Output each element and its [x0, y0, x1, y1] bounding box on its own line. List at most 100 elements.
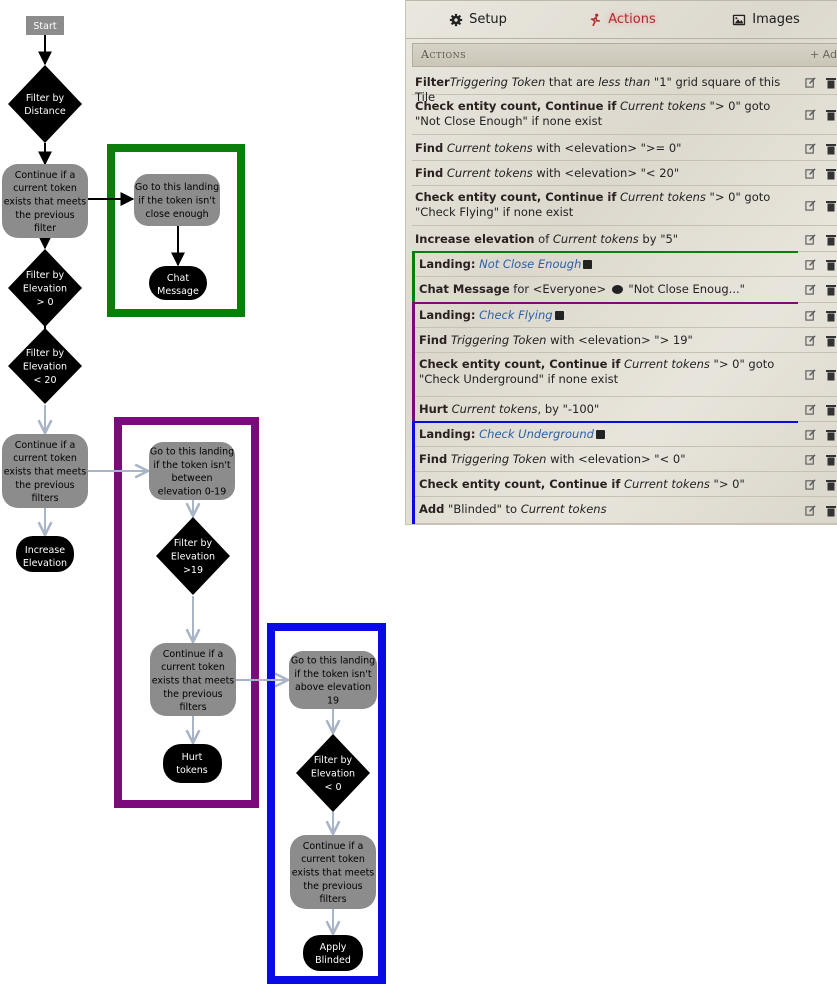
trash-icon[interactable]	[826, 404, 836, 416]
tab-images[interactable]: Images	[694, 1, 837, 38]
edit-icon[interactable]	[805, 309, 816, 321]
tab-bar: Setup Actions Images	[406, 0, 837, 39]
action-row[interactable]: Increase elevation of Current tokens by …	[412, 227, 837, 252]
trash-icon[interactable]	[826, 168, 836, 180]
trash-icon[interactable]	[826, 200, 836, 212]
action-type: Find	[415, 166, 444, 180]
node-label-line: exists that meets	[4, 197, 87, 208]
edit-icon[interactable]	[805, 369, 816, 380]
action-row[interactable]: Find Current tokens with <elevation> ">=…	[412, 136, 837, 161]
action-row[interactable]: FilterTriggering Token that are less tha…	[412, 70, 837, 104]
action-type: Increase elevation	[415, 232, 535, 246]
node-label-line: Increase	[25, 545, 65, 556]
action-row[interactable]: Find Triggering Token with <elevation> "…	[412, 328, 837, 353]
action-row-text: Find Current tokens with <elevation> "< …	[415, 166, 798, 181]
action-row[interactable]: Check entity count, Continue if Current …	[412, 186, 837, 226]
action-row[interactable]: Check entity count, Continue if Current …	[412, 353, 837, 397]
node-label-line: Elevation	[23, 558, 67, 569]
action-detail: by "5"	[638, 232, 679, 246]
edit-icon[interactable]	[805, 76, 816, 88]
node-label-line: Filter by	[26, 348, 65, 359]
trash-icon[interactable]	[826, 77, 836, 89]
edit-icon[interactable]	[805, 428, 816, 440]
action-row[interactable]: Landing: Check Underground	[412, 422, 837, 447]
node-label-line: current token	[13, 453, 77, 464]
node-label-line: exists that meets	[292, 868, 375, 879]
trash-icon[interactable]	[826, 369, 836, 381]
trash-icon[interactable]	[826, 109, 836, 121]
action-row[interactable]: Landing: Not Close Enough	[412, 252, 837, 277]
edit-icon[interactable]	[805, 258, 816, 270]
node-label-line: current token	[161, 662, 225, 673]
tab-actions-label: Actions	[608, 12, 656, 27]
trash-icon[interactable]	[826, 234, 836, 246]
node-label-line: Filter by	[26, 270, 65, 281]
node-label-line: >19	[183, 565, 203, 576]
trash-icon[interactable]	[826, 505, 836, 517]
action-row[interactable]: Hurt Current tokens, by "-100"	[412, 397, 837, 422]
action-row[interactable]: Add "Blinded" to Current tokens	[412, 497, 837, 524]
trash-icon[interactable]	[826, 335, 836, 347]
tab-setup[interactable]: Setup	[406, 1, 550, 38]
edit-icon[interactable]	[805, 200, 816, 211]
action-row[interactable]: Find Triggering Token with <elevation> "…	[412, 447, 837, 472]
trash-icon[interactable]	[826, 479, 836, 491]
trash-icon[interactable]	[826, 143, 836, 155]
edit-icon[interactable]	[805, 284, 816, 295]
node-label-line: Hurt	[182, 752, 203, 763]
action-row[interactable]: Check entity count, Continue if Current …	[412, 472, 837, 497]
action-row-text: Chat Message for <Everyone> "Not Close E…	[419, 282, 798, 297]
landing-group-top-line	[412, 251, 798, 253]
node-label-line: filter	[34, 223, 56, 234]
trash-icon[interactable]	[826, 310, 836, 322]
action-target: Current tokens	[620, 477, 710, 491]
action-type: Check entity count, Continue if	[419, 357, 621, 371]
action-row-text: Check entity count, Continue if Current …	[419, 357, 798, 387]
action-row-text: Check entity count, Continue if Current …	[415, 99, 798, 129]
node-label-line: filters	[31, 493, 58, 504]
action-detail: "Blinded" to	[444, 502, 521, 516]
landing-marker-icon	[595, 430, 605, 439]
action-row-text: Find Triggering Token with <elevation> "…	[419, 333, 798, 348]
landing-group-bar	[412, 252, 415, 303]
edit-icon[interactable]	[805, 142, 816, 154]
edit-icon[interactable]	[805, 167, 816, 179]
trash-icon[interactable]	[826, 284, 836, 296]
action-type: Chat Message	[419, 282, 510, 296]
trash-icon[interactable]	[826, 429, 836, 441]
action-row-text: Check entity count, Continue if Current …	[415, 190, 798, 220]
action-row[interactable]: Chat Message for <Everyone> "Not Close E…	[412, 277, 837, 303]
action-row[interactable]: Landing: Check Flying	[412, 303, 837, 328]
landing-name: Check Underground	[475, 427, 594, 441]
action-row[interactable]: Find Current tokens with <elevation> "< …	[412, 161, 837, 186]
edit-icon[interactable]	[805, 478, 816, 490]
tab-actions[interactable]: Actions	[550, 1, 694, 38]
action-detail: with <elevation> "< 0"	[546, 452, 686, 466]
edit-icon[interactable]	[805, 504, 816, 516]
trash-icon[interactable]	[826, 454, 836, 466]
action-row[interactable]: Check entity count, Continue if Current …	[412, 95, 837, 135]
action-detail: "> 0" goto "Check Underground" if none e…	[419, 357, 775, 386]
action-type: Landing:	[419, 308, 476, 322]
node-label-line: above elevation	[295, 682, 371, 693]
node-label-line: the previous	[15, 480, 74, 491]
action-row-text: Hurt Current tokens, by "-100"	[419, 402, 798, 417]
action-type: Find	[419, 452, 448, 466]
edit-icon[interactable]	[805, 334, 816, 346]
action-detail: "> 0"	[709, 477, 745, 491]
add-action-button[interactable]: + Ad	[809, 48, 837, 61]
action-row-text: Find Current tokens with <elevation> ">=…	[415, 141, 798, 156]
edit-icon[interactable]	[805, 109, 816, 120]
edit-icon[interactable]	[805, 453, 816, 465]
edit-icon[interactable]	[805, 233, 816, 245]
trash-icon[interactable]	[826, 259, 836, 271]
action-target: Current tokens	[616, 190, 706, 204]
node-label-line: < 0	[324, 782, 341, 793]
edit-icon[interactable]	[805, 403, 816, 415]
